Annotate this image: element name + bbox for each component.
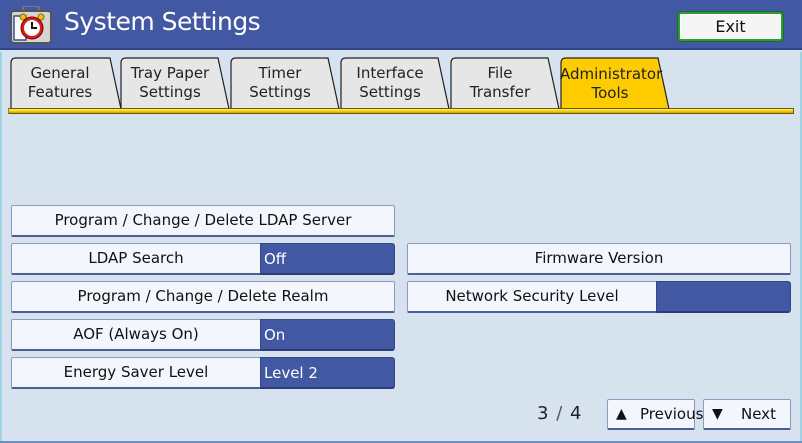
ldap-search-setting[interactable]: LDAP Search Off [11,243,395,275]
triangle-down-icon: ▼ [712,406,723,422]
aof-setting[interactable]: AOF (Always On) On [11,319,395,351]
firmware-version-button[interactable]: Firmware Version [407,243,791,275]
page-separator: / [556,403,564,424]
aof-value: On [260,319,395,351]
next-button[interactable]: ▼ Next [703,399,791,430]
tab-label-line2: Settings [359,83,421,101]
tab-label-line1: File [487,64,513,82]
tab-label-line1: Tray Paper [130,64,210,82]
previous-button[interactable]: ▲ Previous [607,399,703,430]
tab-label-line2: Transfer [469,83,531,101]
page-current: 3 [537,403,550,424]
previous-label: Previous [640,405,704,423]
bottom-border [0,441,802,443]
tab-label-line2: Features [27,83,93,101]
tab-label-line1: Interface [356,64,424,82]
page-title: System Settings [64,7,261,36]
tab-label-line1: Administrator [560,65,663,83]
left-border [0,52,2,443]
right-border [800,52,802,443]
tab-label-line2: Settings [249,83,311,101]
tab-label-line1: General [30,64,90,82]
page-total: 4 [570,403,583,424]
network-security-value [656,281,791,313]
ldap-server-button[interactable]: Program / Change / Delete LDAP Server [11,205,395,237]
tab-label-line1: Timer [258,64,302,82]
tab-underline [8,108,794,114]
exit-button[interactable]: Exit [678,12,783,41]
realm-button[interactable]: Program / Change / Delete Realm [11,281,395,313]
triangle-up-icon: ▲ [616,406,627,422]
energy-saver-setting[interactable]: Energy Saver Level Level 2 [11,357,395,389]
network-security-label: Network Security Level [407,281,656,313]
energy-saver-label: Energy Saver Level [11,357,260,389]
network-security-setting[interactable]: Network Security Level [407,281,791,313]
title-bar: System Settings Exit [0,0,802,50]
ldap-search-value: Off [260,243,395,275]
next-label: Next [741,405,776,423]
ldap-search-label: LDAP Search [11,243,260,275]
tab-label-line2: Tools [591,84,629,102]
page-indicator: 3 / 4 [537,403,582,424]
aof-label: AOF (Always On) [11,319,260,351]
tab-label-line2: Settings [139,83,201,101]
energy-saver-value: Level 2 [260,357,395,389]
alarm-clock-briefcase-icon [10,5,52,44]
